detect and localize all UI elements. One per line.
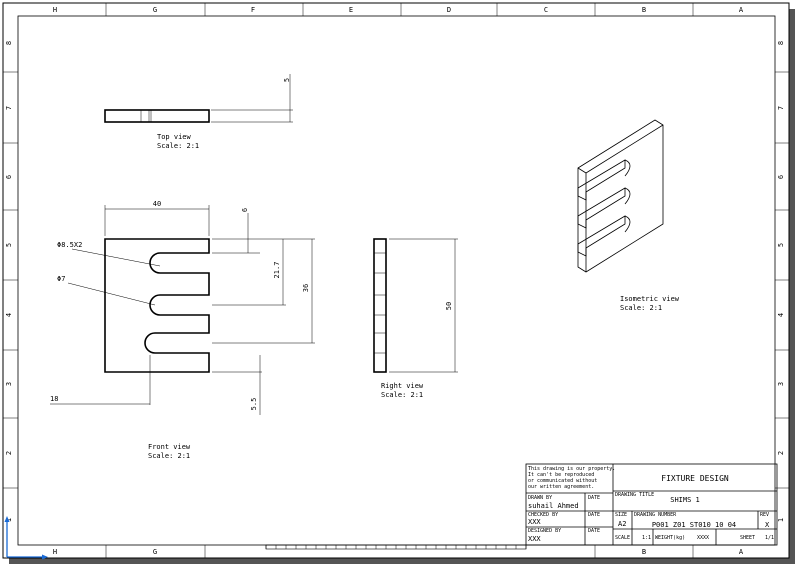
zone-number: 7 (5, 106, 13, 110)
zone-letters-top: H G F E D C B A (53, 6, 744, 14)
tb-sheet: 1/1 (765, 535, 774, 541)
dim-front-offset: 18 (50, 395, 58, 403)
zone-number: 6 (777, 175, 785, 179)
zone-letter: E (349, 6, 353, 14)
tb-note-line: our written agreement. (528, 484, 594, 490)
isometric-view: Isometric view Scale: 2:1 (577, 119, 680, 312)
dim-front-width: 40 (153, 200, 161, 208)
iso-body (577, 119, 664, 273)
dim-front-pitch: 21.7 (273, 262, 281, 279)
tb-weight-label: WEIGHT(kg) (655, 535, 685, 541)
tb-size-label: SIZE (615, 512, 627, 518)
zone-number: 8 (5, 41, 13, 45)
zone-letter: B (642, 6, 646, 14)
zone-letter: C (544, 6, 548, 14)
zone-dividers (3, 3, 789, 558)
tb-checked-by: XXX (528, 518, 541, 526)
zone-letter: F (251, 6, 255, 14)
dim-front-slot-dia: Φ8.5X2 (57, 241, 82, 249)
right-view: 50 Right view Scale: 2:1 (373, 238, 458, 399)
zone-letter: H (53, 548, 57, 556)
scale-bar-ticks (265, 545, 527, 549)
tb-drawn-by-label: DRAWN BY (528, 495, 552, 501)
front-view-title: Front view (148, 443, 191, 451)
right-view-scale: Scale: 2:1 (381, 391, 423, 399)
tb-size: A2 (618, 520, 626, 528)
zone-number: 7 (777, 106, 785, 110)
iso-view-title: Isometric view (620, 295, 680, 303)
tb-weight: XXXX (697, 535, 709, 541)
axis-triad-icon (4, 516, 48, 560)
zone-number: 8 (777, 41, 785, 45)
zone-number: 2 (777, 451, 785, 455)
front-view-scale: Scale: 2:1 (148, 452, 190, 460)
zone-number: 3 (777, 382, 785, 386)
zone-number: 1 (777, 518, 785, 522)
zone-number: 1 (5, 518, 13, 522)
zone-letters-bottom: H G B A (53, 548, 744, 556)
iso-slot-3-arc (624, 215, 631, 233)
iso-slot-1-arc (624, 159, 631, 177)
front-view: 40 6 21.7 36 5.5 18 Φ8.5X2 Φ7 Front view… (50, 200, 315, 460)
zone-number: 5 (5, 243, 13, 247)
zone-number: 3 (5, 382, 13, 386)
tb-designed-by: XXX (528, 535, 541, 543)
zone-letter: G (153, 548, 157, 556)
tb-drawing-title: SHIMS 1 (670, 496, 700, 504)
tb-date-label: DATE (588, 512, 600, 518)
sheet-outer-border (2, 2, 790, 559)
zone-letter: G (153, 6, 157, 14)
zone-letter: B (642, 548, 646, 556)
dim-front-height: 36 (302, 284, 310, 292)
dim-right-height: 50 (445, 302, 453, 310)
top-view: 5 Top view Scale: 2:1 (104, 74, 293, 150)
zone-letter: A (739, 548, 744, 556)
tb-scale: 1:1 (642, 535, 651, 541)
iso-view-scale: Scale: 2:1 (620, 304, 662, 312)
tb-scale-label: SCALE (615, 535, 630, 541)
right-view-outline (373, 238, 387, 373)
top-view-scale: Scale: 2:1 (157, 142, 199, 150)
tb-company: FIXTURE DESIGN (661, 474, 729, 483)
dim-top-thickness: 5 (283, 78, 291, 82)
zone-numbers-right: 8 7 6 5 4 3 2 1 (777, 41, 785, 522)
tb-drawing-number: P001 Z01 ST010 10 04 (652, 521, 736, 529)
tb-date-label: DATE (588, 528, 600, 534)
top-view-outline (104, 109, 210, 123)
zone-letter: D (447, 6, 451, 14)
right-view-title: Right view (381, 382, 424, 390)
zone-number: 4 (777, 313, 785, 317)
tb-drawing-number-label: DRAWING NUMBER (634, 512, 677, 518)
tb-drawing-title-label: DRAWING TITLE (615, 492, 654, 498)
zone-number: 5 (777, 243, 785, 247)
tb-checked-by-label: CHECKED BY (528, 512, 558, 518)
tb-rev-label: REV (760, 512, 769, 518)
zone-letter: H (53, 6, 57, 14)
top-view-title: Top view (157, 133, 192, 141)
dim-front-bottom: 5.5 (250, 398, 258, 411)
zone-number: 4 (5, 313, 13, 317)
dim-front-hole-dia: Φ7 (57, 275, 65, 283)
title-block: This drawing is our property. It can't b… (525, 463, 778, 546)
tb-note-line: or communicated without (528, 478, 597, 484)
front-view-outline (104, 238, 210, 373)
tb-designed-by-label: DESIGNED BY (528, 528, 561, 534)
tb-date-label: DATE (588, 495, 600, 501)
tb-note-line: This drawing is our property. (528, 466, 615, 472)
tb-rev: X (765, 521, 770, 529)
iso-slot-2-arc (624, 187, 631, 205)
tb-sheet-label: SHEET (740, 535, 755, 541)
tb-drawn-by: suhail Ahmed (528, 502, 579, 510)
zone-number: 6 (5, 175, 13, 179)
zone-letter: A (739, 6, 744, 14)
zone-number: 2 (5, 451, 13, 455)
tb-note-line: It can't be reproduced (528, 472, 594, 478)
dim-front-gap: 6 (241, 208, 249, 212)
zone-numbers-left: 8 7 6 5 4 3 2 1 (5, 41, 13, 522)
